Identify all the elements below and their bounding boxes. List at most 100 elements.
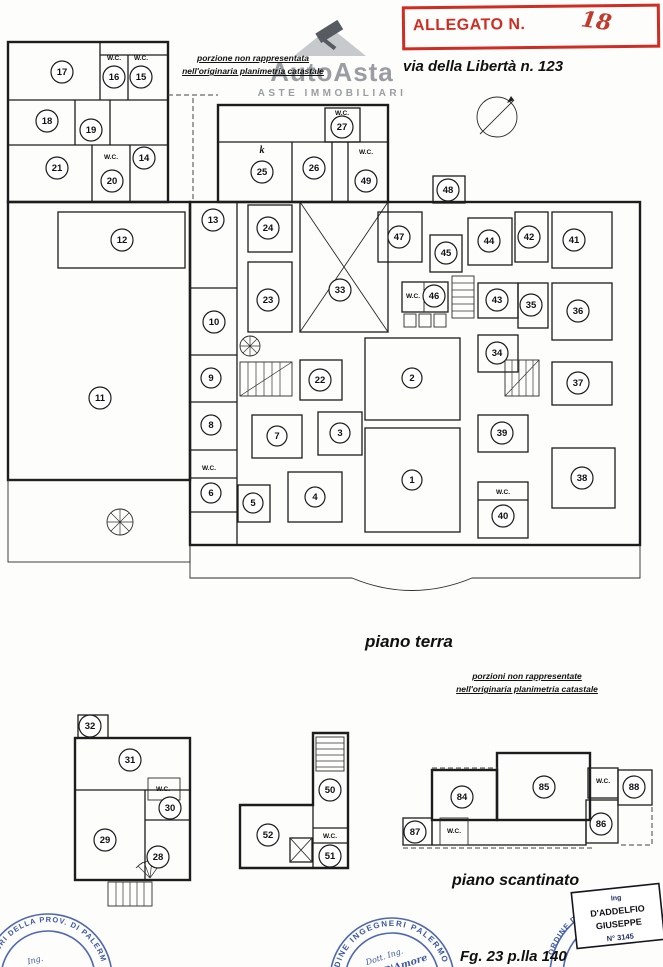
room-label: 16 [102, 65, 126, 89]
room-label: 2 [401, 367, 423, 389]
room-label: 4 [304, 486, 326, 508]
room-label: 27 [330, 115, 354, 139]
room-label: 43 [485, 288, 509, 312]
wc-label: W.C. [323, 833, 337, 840]
room-label: 8 [200, 414, 222, 436]
svg-text:30: 30 [165, 803, 176, 814]
room-label: 17 [50, 60, 74, 84]
svg-text:38: 38 [577, 473, 588, 484]
note-line: porzione non rappresentata [197, 53, 309, 63]
room-label: 52 [256, 823, 280, 847]
wc-label: W.C. [134, 55, 148, 62]
svg-text:21: 21 [52, 163, 63, 174]
room-label: 36 [566, 299, 590, 323]
svg-text:52: 52 [263, 830, 274, 841]
note-not-represented-bottom: porzioni non rappresentate nell'originar… [440, 670, 614, 696]
svg-text:17: 17 [57, 67, 68, 78]
room-label: 48 [436, 178, 460, 202]
svg-text:35: 35 [526, 300, 537, 311]
svg-text:49: 49 [361, 176, 372, 187]
room-label: 35 [519, 293, 543, 317]
svg-text:44: 44 [484, 236, 495, 247]
svg-text:28: 28 [153, 852, 164, 863]
svg-text:27: 27 [337, 122, 348, 133]
svg-text:40: 40 [498, 511, 509, 522]
room-label: 20 [100, 169, 124, 193]
svg-text:50: 50 [325, 785, 336, 796]
autoasta-logo: AutoAsta ASTE IMMOBILIARI [256, 19, 408, 99]
svg-text:8: 8 [208, 420, 213, 431]
svg-text:22: 22 [315, 375, 326, 386]
room-label: 25 [250, 160, 274, 184]
room-label: 45 [434, 241, 458, 265]
svg-text:N° 3145: N° 3145 [606, 931, 634, 943]
room-label: 7 [266, 425, 288, 447]
svg-text:88: 88 [629, 782, 640, 793]
allegato-number: 18 [579, 6, 614, 37]
basement-left-walls [73, 714, 192, 907]
room-label: 86 [589, 812, 613, 836]
room-label: 87 [403, 820, 427, 844]
note-line: nell'originaria planimetria catastale [456, 684, 598, 695]
caption-ground-floor: piano terra [365, 632, 453, 651]
room-label: 47 [387, 225, 411, 249]
caption-basement: piano scantinato [452, 872, 580, 889]
svg-text:41: 41 [569, 235, 580, 246]
svg-text:Ing.: Ing. [25, 954, 44, 967]
svg-text:19: 19 [86, 125, 97, 136]
svg-text:1: 1 [409, 475, 415, 486]
svg-text:15: 15 [136, 72, 147, 83]
svg-text:25: 25 [257, 167, 268, 178]
room-label: 28 [146, 845, 170, 869]
room-label: 24 [256, 216, 280, 240]
room-label: 18 [35, 109, 59, 133]
stamp-engineers-center: ORDINE INGEGNERI PALERMO Dott. Ing. Mari… [317, 903, 455, 967]
svg-text:Ing: Ing [611, 895, 622, 903]
svg-text:36: 36 [573, 306, 584, 317]
room-label: 19 [79, 118, 103, 142]
svg-text:26: 26 [309, 163, 320, 174]
wc-label: W.C. [104, 154, 118, 161]
svg-text:6: 6 [208, 488, 213, 499]
svg-text:GIUSEPPE: GIUSEPPE [595, 917, 642, 932]
logo-tagline: ASTE IMMOBILIARI [257, 88, 407, 99]
kitchen-label: k [260, 145, 265, 156]
basement-middle-walls [238, 731, 350, 870]
room-label: 9 [200, 367, 222, 389]
svg-text:42: 42 [524, 232, 535, 243]
svg-text:14: 14 [139, 153, 150, 164]
allegato-stamp: ALLEGATO N. 18 [401, 3, 661, 51]
gavel-icon [294, 19, 366, 56]
room-label: 3 [329, 422, 351, 444]
svg-text:13: 13 [208, 215, 219, 226]
room-label: 15 [129, 65, 153, 89]
room-label: 50 [318, 778, 342, 802]
svg-text:39: 39 [497, 428, 508, 439]
room-label: 1 [401, 469, 423, 491]
room-label: 88 [622, 775, 646, 799]
svg-text:45: 45 [441, 248, 452, 259]
wc-label: W.C. [359, 149, 373, 156]
svg-text:51: 51 [325, 851, 336, 862]
room-label: 26 [302, 156, 326, 180]
room-label: 39 [490, 421, 514, 445]
svg-text:20: 20 [107, 176, 118, 187]
room-label: 13 [201, 208, 225, 232]
svg-text:18: 18 [42, 116, 53, 127]
room-label: 21 [45, 156, 69, 180]
svg-text:9: 9 [208, 373, 213, 384]
property-address: via della Libertà n. 123 [403, 58, 564, 75]
room-label: 14 [132, 146, 156, 170]
svg-text:43: 43 [492, 295, 503, 306]
allegato-label: ALLEGATO N. [412, 16, 526, 35]
stamp-engineers-left: INGEGNERI DELLA PROV. DI PALERMO Ing. [0, 7, 113, 967]
room-annotations: 1234567891011121314151617181920212223242… [35, 55, 646, 869]
svg-text:16: 16 [109, 72, 120, 83]
room-label: 38 [570, 466, 594, 490]
svg-text:3: 3 [337, 428, 342, 439]
svg-text:87: 87 [410, 827, 421, 838]
room-label: 84 [450, 785, 474, 809]
wc-label: W.C. [335, 110, 349, 117]
